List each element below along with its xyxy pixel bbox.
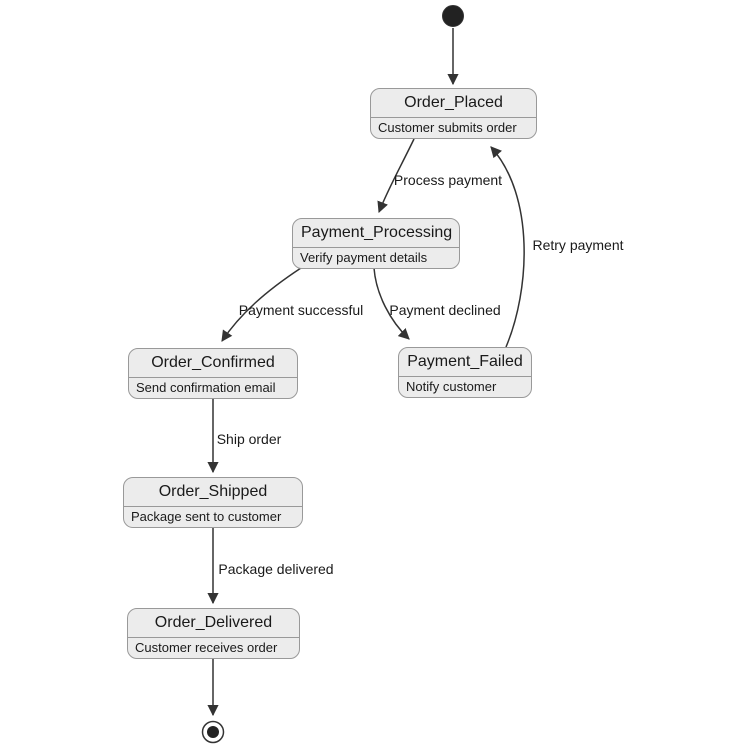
state-description: Send confirmation email [136,380,276,395]
final-state-inner-icon [207,726,219,738]
initial-state-icon [442,5,464,27]
transition-label-retry-payment: Retry payment [532,237,624,253]
transition-label-process-payment: Process payment [393,172,503,188]
transition-label-payment-declined: Payment declined [389,302,501,318]
transition-label-package-delivered: Package delivered [218,561,334,577]
state-order-delivered: Order_Delivered Customer receives order [127,608,300,659]
state-description: Notify customer [406,379,497,394]
edge-payment-processing-to-order-confirmed [221,267,302,342]
state-title: Order_Confirmed [129,349,297,378]
state-description: Verify payment details [300,250,428,265]
state-description: Customer receives order [135,640,278,655]
edge-order-placed-to-payment-processing [377,138,415,214]
state-title: Order_Shipped [124,478,302,507]
state-payment-failed: Payment_Failed Notify customer [398,347,532,398]
state-payment-processing: Payment_Processing Verify payment detail… [292,218,460,269]
edge-payment-processing-to-payment-failed [373,267,410,340]
state-title: Order_Placed [371,89,536,118]
state-order-shipped: Order_Shipped Package sent to customer [123,477,303,528]
state-order-placed: Order_Placed Customer submits order [370,88,537,139]
edge-payment-failed-to-order-placed [490,146,525,348]
transition-label-payment-successful: Payment successful [238,302,364,318]
state-title: Order_Delivered [128,609,299,638]
state-title: Payment_Processing [293,219,459,248]
state-title: Payment_Failed [399,348,531,377]
state-order-confirmed: Order_Confirmed Send confirmation email [128,348,298,399]
state-description: Package sent to customer [131,509,282,524]
transition-label-ship-order: Ship order [216,431,282,447]
state-description: Customer submits order [378,120,517,135]
